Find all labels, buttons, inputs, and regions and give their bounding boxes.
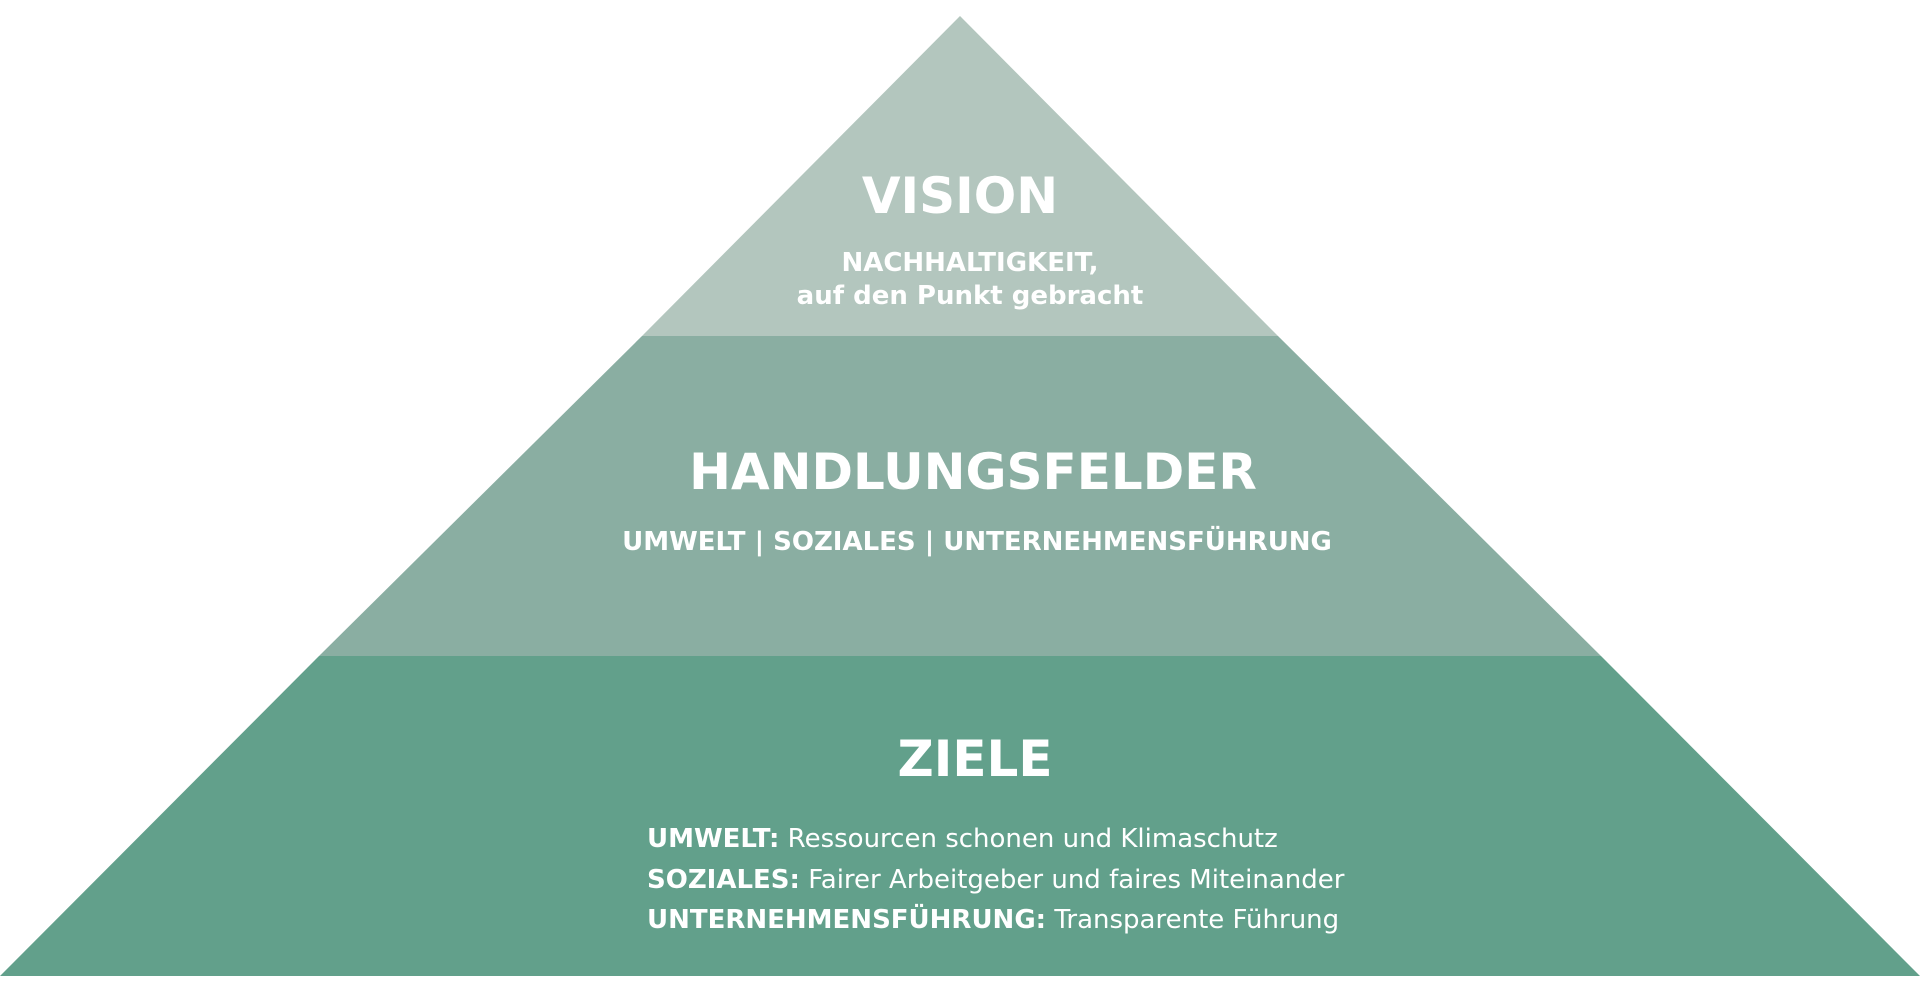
goal-text-umwelt: Ressourcen schonen und Klimaschutz: [779, 824, 1277, 854]
handlungsfelder-subtitle: UMWELT | SOZIALES | UNTERNEHMENSFÜHRUNG: [622, 524, 1332, 557]
goal-line-soziales: SOZIALES: Fairer Arbeitgeber und faires …: [647, 865, 1345, 895]
vision-title: VISION: [862, 167, 1058, 225]
pyramid-tier-ziele: [0, 656, 1920, 976]
ziele-title: ZIELE: [897, 730, 1052, 788]
vision-subtitle-line2: auf den Punkt gebracht: [797, 281, 1144, 311]
pyramid-tier-vision: [642, 16, 1278, 336]
goal-line-unternehmensfuehrung: UNTERNEHMENSFÜHRUNG: Transparente Führun…: [647, 902, 1339, 935]
goal-text-unternehmensfuehrung: Transparente Führung: [1046, 905, 1339, 935]
handlungsfelder-title: HANDLUNGSFELDER: [689, 443, 1257, 501]
goal-line-umwelt: UMWELT: Ressourcen schonen und Klimaschu…: [647, 824, 1278, 854]
goal-label-unternehmensfuehrung: UNTERNEHMENSFÜHRUNG:: [647, 902, 1046, 935]
pyramid-tier-handlungsfelder: [319, 336, 1601, 656]
goal-label-umwelt: UMWELT:: [647, 824, 779, 854]
goal-label-soziales: SOZIALES:: [647, 865, 800, 895]
vision-subtitle-line1: NACHHALTIGKEIT,: [841, 248, 1098, 278]
goal-text-soziales: Fairer Arbeitgeber und faires Miteinande…: [800, 865, 1345, 895]
